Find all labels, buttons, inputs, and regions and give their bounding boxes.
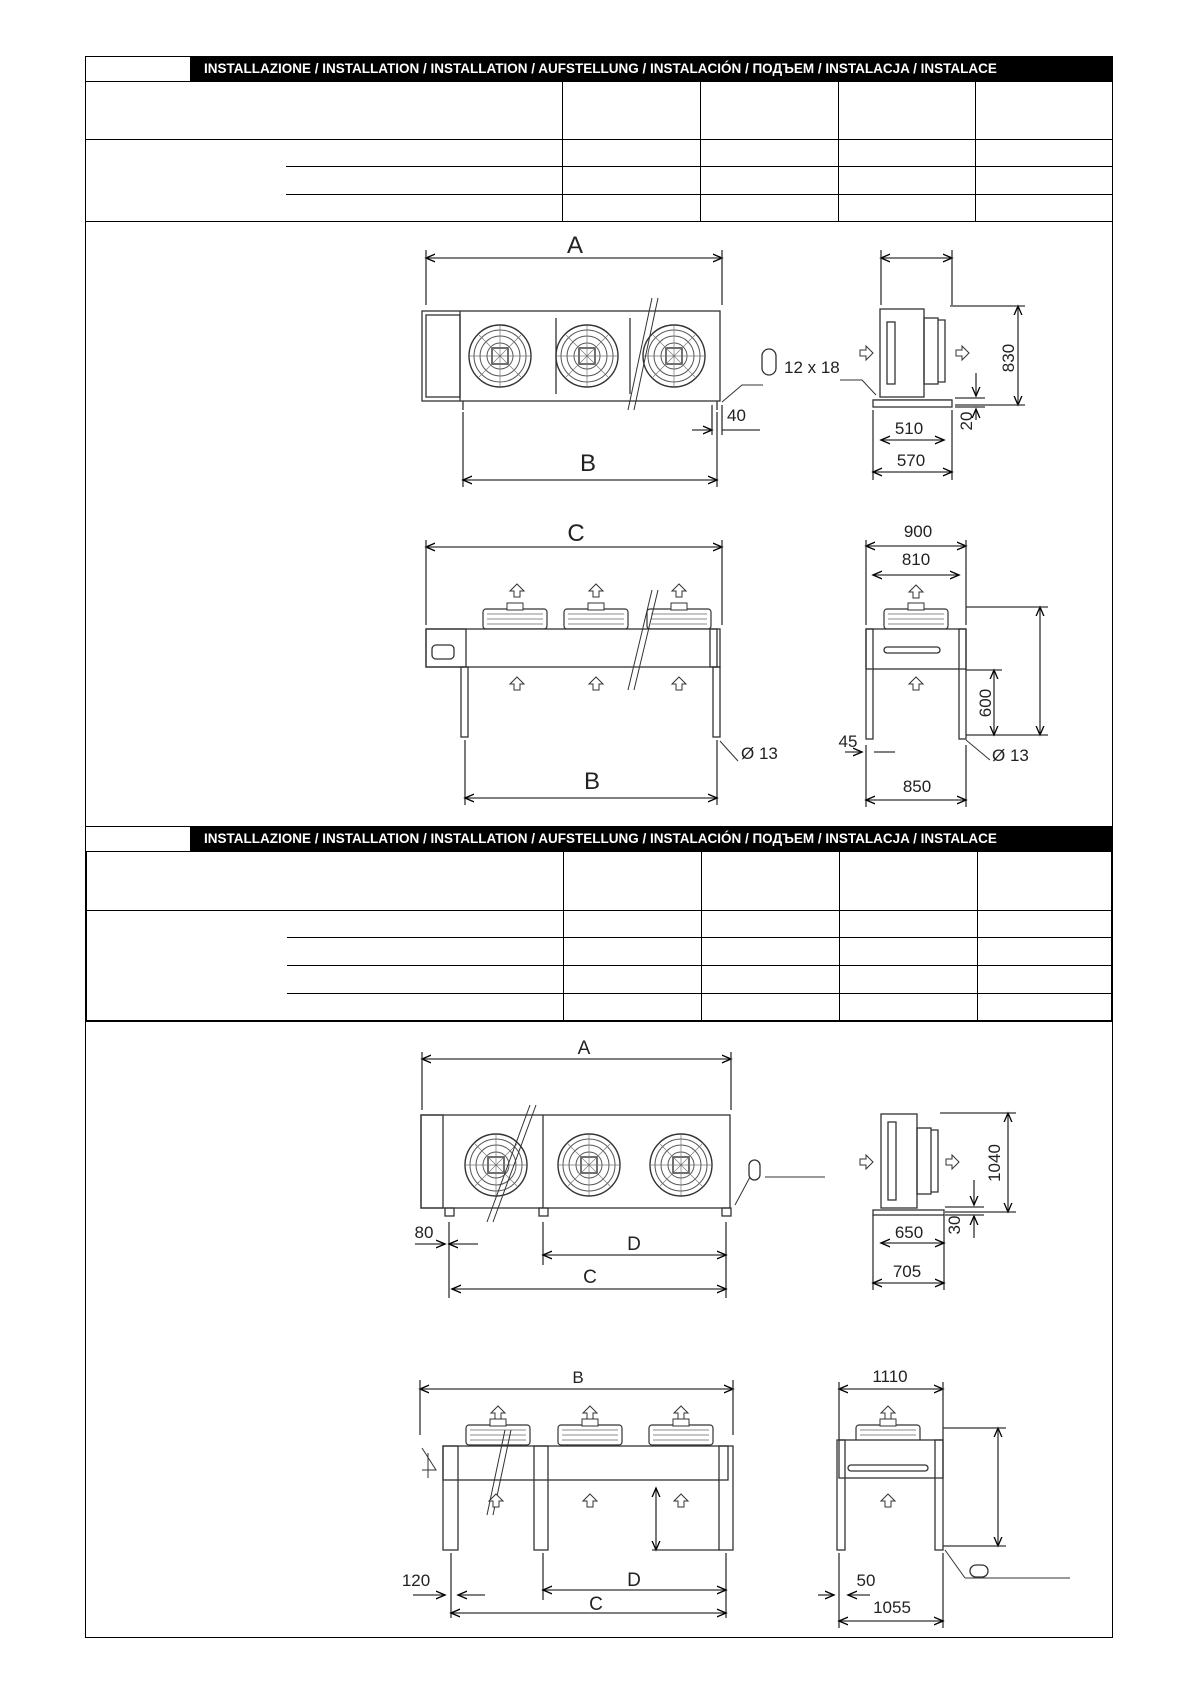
s2-side-base-inner: 650	[895, 1223, 923, 1242]
s2-side-foot-h: 30	[945, 1216, 964, 1235]
s1-front-view	[421, 250, 877, 487]
s2-vert-width: 1110	[872, 1367, 907, 1386]
s2-vert-dim-b: B	[572, 1368, 583, 1387]
s1-side-view	[859, 250, 1025, 480]
s1-side-base-inner: 510	[895, 419, 923, 438]
s2-front-dim-c: C	[583, 1267, 597, 1288]
s2-side-base-outer: 705	[893, 1262, 921, 1281]
s2-front-view	[415, 1052, 825, 1298]
s2-front-dim-a: A	[578, 1038, 591, 1059]
section2-header: INSTALLAZIONE / INSTALLATION / INSTALLAT…	[85, 826, 1113, 852]
s1-front-dim-b: B	[580, 450, 596, 477]
s2-vert-leg: 120	[402, 1571, 430, 1590]
s2-vert-dim-d: D	[627, 1570, 641, 1591]
s1-vert-width-outer: 900	[904, 522, 932, 541]
s1-side-base-outer: 570	[897, 451, 925, 470]
section1-header: INSTALLAZIONE / INSTALLATION / INSTALLAT…	[85, 56, 1113, 82]
s1-side-foot-h: 20	[957, 412, 976, 431]
s2-front-foot: 80	[415, 1223, 434, 1242]
s1-vert-dim-c: C	[567, 520, 584, 547]
s1-vert-base: 850	[903, 777, 931, 796]
s1-front-slot: 12 x 18	[784, 358, 840, 377]
section1-header-text: INSTALLAZIONE / INSTALLATION / INSTALLAT…	[190, 57, 1112, 81]
s1-vert-dim-b: B	[584, 768, 600, 795]
s2-vert-dim-c: C	[589, 1594, 603, 1615]
s1-vert-hole: Ø 13	[992, 746, 1029, 765]
s2-side-view	[859, 1113, 1016, 1290]
s2-side-height: 1040	[985, 1144, 1004, 1182]
s1-vert-leg-h: 600	[976, 689, 995, 717]
section2-drawings: A 80 D C 1040 30 650 705	[402, 1038, 1070, 1628]
s2-vert-leg-w: 50	[857, 1571, 876, 1590]
s2-vert-base: 1055	[873, 1598, 911, 1617]
s1-front-vertical-view	[426, 540, 739, 805]
s2-front-dim-d: D	[627, 1234, 641, 1255]
s1-vert-leg-w: 45	[839, 732, 858, 751]
s1-side-vertical-view	[845, 540, 1048, 807]
s2-side-vertical-view	[818, 1382, 1070, 1628]
s2-front-vertical-view	[413, 1380, 733, 1618]
s1-side-height: 830	[999, 344, 1018, 372]
s1-front-foot: 40	[727, 406, 746, 425]
s1-vert-width-inner: 810	[902, 550, 930, 569]
section2-header-text: INSTALLAZIONE / INSTALLATION / INSTALLAT…	[190, 827, 1112, 851]
s1-front-dim-a: A	[567, 232, 583, 259]
section1-drawings: A B 12 x 18 40 830 20 510 570	[421, 232, 1048, 807]
s1-vert-hole: Ø 13	[741, 744, 778, 763]
